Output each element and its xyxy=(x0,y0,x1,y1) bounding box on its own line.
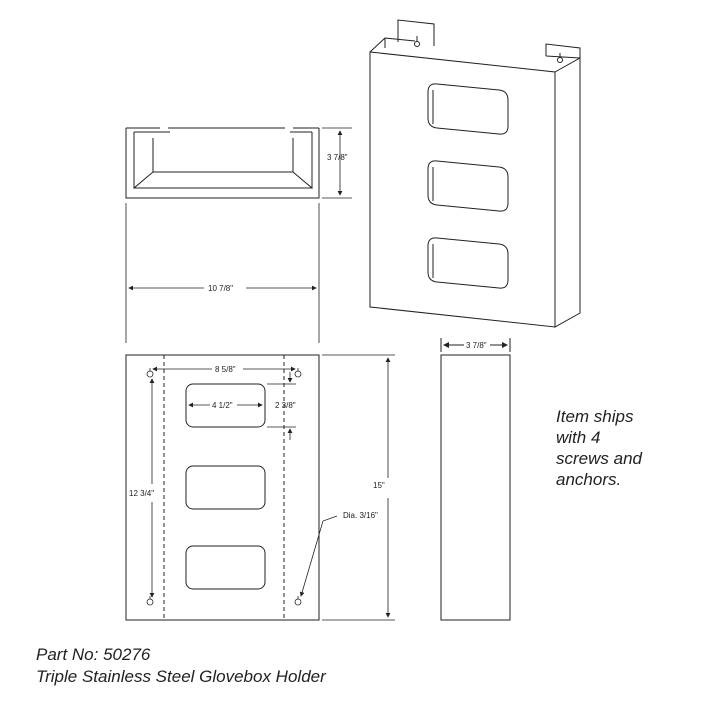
top-view xyxy=(125,127,320,199)
top-width-dimension xyxy=(125,203,320,343)
opening-width-label: 4 1/2" xyxy=(212,401,233,410)
vertical-spacing-label: 12 3/4" xyxy=(129,489,154,498)
opening-height-dimension xyxy=(267,372,296,440)
product-title: Triple Stainless Steel Glovebox Holder xyxy=(36,667,326,686)
top-depth-label: 3 7/8" xyxy=(327,153,348,162)
shipping-note: Item ships with 4 screws and anchors. xyxy=(556,406,706,490)
note-line: screws and xyxy=(556,449,642,468)
note-line: Item ships xyxy=(556,407,634,426)
side-depth-label: 3 7/8" xyxy=(466,341,487,350)
note-line: anchors. xyxy=(556,470,622,489)
isometric-view xyxy=(369,19,581,328)
top-width-label: 10 7/8" xyxy=(208,284,233,293)
hole-diameter-leader xyxy=(299,515,338,597)
side-view xyxy=(440,338,511,621)
note-line: with 4 xyxy=(556,428,601,447)
hole-spacing-label: 8 5/8" xyxy=(215,365,236,374)
front-view xyxy=(125,354,320,621)
hole-diameter-label: Dia. 3/16" xyxy=(343,511,378,520)
height-dimension xyxy=(322,354,395,621)
height-label: 15" xyxy=(373,481,385,490)
top-depth-dimension xyxy=(322,127,352,199)
part-number: Part No: 50276 xyxy=(36,645,151,664)
opening-height-label: 2 3/8" xyxy=(275,401,296,410)
